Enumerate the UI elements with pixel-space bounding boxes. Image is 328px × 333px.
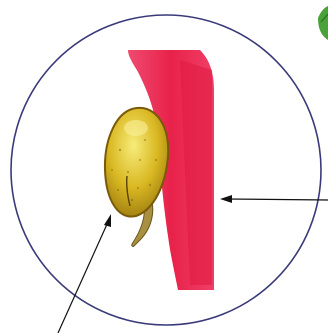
- seed-pointer-arrow: [58, 214, 111, 333]
- tissue-pointer-arrow: [220, 195, 328, 203]
- corner-leaf-icon: [318, 6, 328, 40]
- seed-icon: [105, 108, 168, 217]
